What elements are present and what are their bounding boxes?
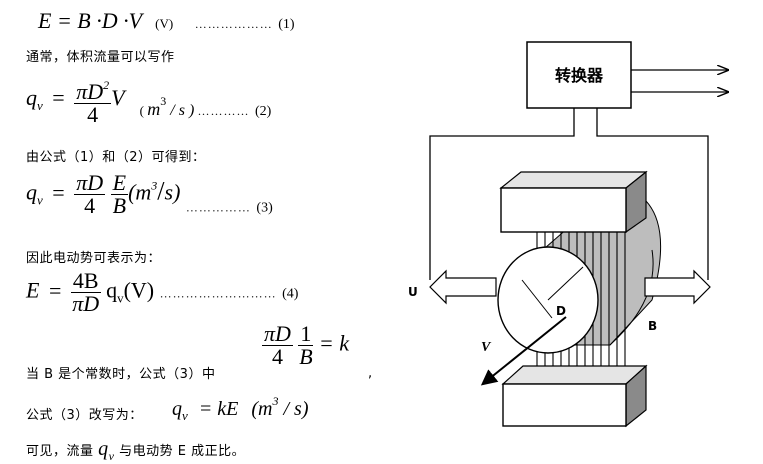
- eq3-num2: E: [110, 170, 129, 195]
- equation-k: πD 4 1 B = k: [262, 323, 349, 368]
- conclusion-prefix: 可见，流量: [26, 444, 94, 459]
- equation-3: qv = πD 4 E B (m3/s) …………… (3): [26, 172, 273, 217]
- conclusion-sub: v: [108, 449, 115, 463]
- eq2-lhs: q: [26, 85, 37, 111]
- eq4-q: q: [106, 277, 118, 303]
- equation-4: E = 4B πD qv(V) ……………………… (4): [26, 270, 298, 315]
- eqk-fraction-1: πD 4: [262, 323, 293, 368]
- eq6-rhs: = kE: [198, 398, 239, 420]
- magnet-top: [499, 170, 648, 234]
- eq4-sub: v: [117, 290, 124, 306]
- wire-right: [596, 108, 709, 280]
- eq2-var: V: [111, 85, 125, 111]
- converter-box: [526, 41, 632, 109]
- electrode-left-arrow: [429, 269, 497, 305]
- electrode-right-arrow: [644, 269, 711, 305]
- label-d: D: [556, 304, 566, 318]
- eq3-num1: πD: [74, 170, 106, 195]
- eq1-tag: (1): [278, 17, 295, 32]
- eq2-num-sup: 2: [103, 78, 110, 92]
- eq1-dots: ………………: [194, 17, 273, 31]
- conclusion-q: q: [98, 438, 109, 460]
- converter-label: 转换器: [555, 66, 604, 85]
- eq4-tag: (4): [282, 286, 299, 302]
- eq3-unit-sup: 3: [151, 178, 158, 193]
- eq1-unit: (V): [155, 16, 174, 31]
- eq3-den1: 4: [84, 193, 96, 218]
- equation-2: qv = πD2 4 V ( m3 / s ) ………… (2): [26, 74, 271, 126]
- pipe-cross-section: [497, 246, 599, 354]
- comma: ,: [368, 366, 373, 381]
- eq4-lhs: E: [26, 277, 40, 303]
- label-b: B: [648, 319, 657, 333]
- eq2-fraction: πD2 4: [74, 74, 112, 127]
- eq3-eq: =: [52, 179, 65, 205]
- label-v: V: [481, 340, 492, 355]
- eq3-unit: (m: [128, 179, 152, 205]
- eq2-sub: v: [37, 98, 43, 114]
- eq2-dots: …………: [197, 104, 250, 119]
- magnet-bottom: [501, 364, 648, 428]
- text-volume-flow: 通常，体积流量可以写作: [26, 50, 175, 65]
- eq3-lhs: q: [26, 179, 37, 205]
- eq3-den2: B: [112, 193, 127, 218]
- eq3-fraction-2: E B: [110, 170, 129, 218]
- eq2-den: 4: [87, 102, 99, 127]
- eq3-fraction-1: πD 4: [74, 170, 106, 218]
- text-when-b-const: 当 B 是个常数时，公式（3）中: [26, 367, 216, 382]
- eqk-rhs: = k: [318, 330, 350, 356]
- eq2-tag: (2): [255, 104, 272, 120]
- wire-left: [429, 108, 575, 280]
- eq2-eq: =: [52, 85, 65, 111]
- eq6-unit-rest: / s): [278, 398, 309, 420]
- eqk-den1: 4: [271, 344, 283, 369]
- eq3-unit-s: s): [164, 179, 181, 205]
- eqk-fraction-2: 1 B: [298, 321, 314, 369]
- eq6-lhs: q: [172, 398, 182, 420]
- eqk-num2: 1: [298, 321, 314, 346]
- text-rewrite: 公式（3）改写为：: [26, 408, 143, 423]
- velocity-arrow: [480, 316, 567, 386]
- eq4-num: 4B: [70, 268, 101, 293]
- text-emf: 因此电动势可表示为：: [26, 251, 162, 266]
- eq4-den: πD: [72, 291, 100, 316]
- eq1-lhs: E: [38, 8, 52, 33]
- eq6-unit-sup: 3: [272, 394, 279, 408]
- eq3-sub: v: [37, 192, 43, 208]
- eq3-tag: (3): [256, 200, 273, 216]
- eq4-arg: (V): [123, 277, 155, 303]
- label-u: U: [408, 285, 418, 299]
- equation-6: qv = kE (m3 / s): [172, 394, 308, 424]
- eq3-unit-slash: /: [157, 176, 165, 206]
- eq1-rhs: = B ·D ·V: [56, 8, 142, 33]
- equation-1: E = B ·D ·V (V) ……………… (1): [38, 8, 295, 34]
- eqk-num1: πD: [262, 321, 293, 346]
- eq6-unit: (m: [251, 398, 273, 420]
- eq4-eq: =: [48, 277, 62, 303]
- eq4-fraction: 4B πD: [70, 268, 101, 316]
- text-from-formula: 由公式（1）和（2）可得到：: [26, 150, 206, 165]
- eq2-unit: ( m3 / s ): [139, 94, 195, 120]
- text-conclusion: 可见，流量 qv 与电动势 E 成正比。: [26, 438, 245, 464]
- conclusion-suffix: 与电动势 E 成正比。: [119, 444, 246, 459]
- eq3-dots: ……………: [185, 200, 251, 215]
- eq4-dots: ………………………: [159, 286, 277, 301]
- eq2-num: πD: [76, 79, 104, 104]
- eqk-den2: B: [299, 344, 313, 369]
- eq6-sub: v: [182, 408, 188, 423]
